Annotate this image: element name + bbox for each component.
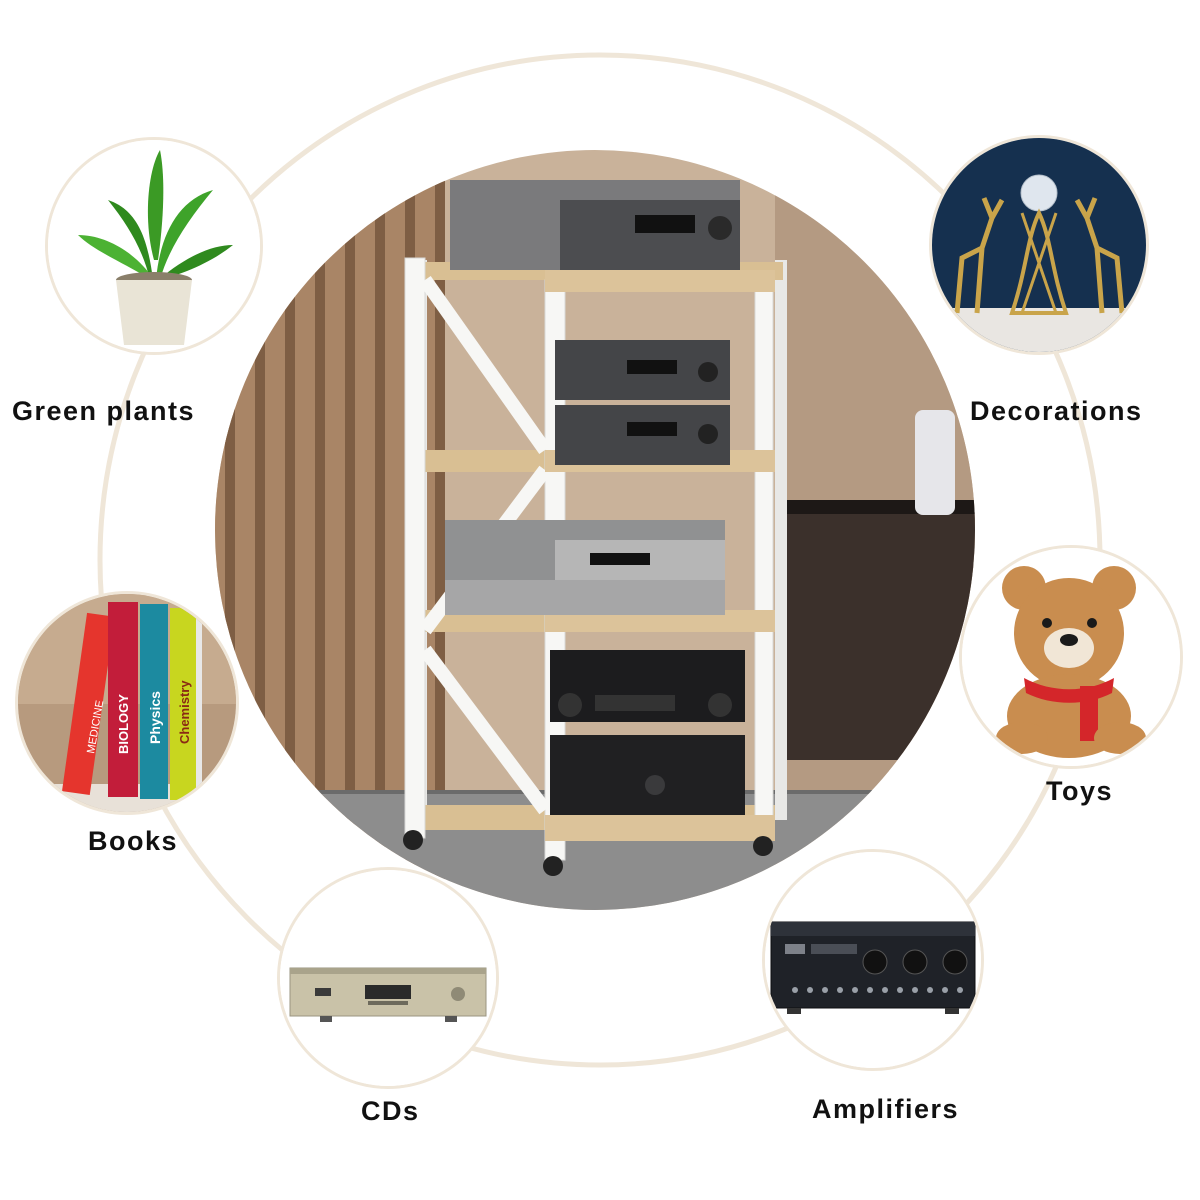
label-toys: Toys [1046, 776, 1114, 806]
amplifiers-circle [765, 852, 981, 1068]
label-amplifiers: Amplifiers [812, 1094, 960, 1124]
decorations-circle [932, 138, 1146, 352]
green-plants-circle [48, 140, 260, 352]
books-icon: MEDICINE BIOLOGY Physics Chemistry [18, 594, 236, 812]
teddy-bear-icon [962, 548, 1180, 766]
spine-physics: Physics [147, 691, 163, 744]
media-shelf-illustration [215, 150, 975, 910]
audio-devices [445, 180, 745, 815]
plant-icon [48, 140, 260, 352]
label-books: Books [88, 826, 179, 856]
spine-chemistry: Chemistry [177, 680, 192, 744]
vase-icon [915, 410, 955, 515]
amplifier-icon [765, 852, 981, 1068]
books-circle: MEDICINE BIOLOGY Physics Chemistry [18, 594, 236, 812]
spine-biology: BIOLOGY [116, 694, 131, 754]
decoration-icon [932, 138, 1146, 352]
label-decorations: Decorations [970, 396, 1143, 426]
toys-circle [962, 548, 1180, 766]
cds-circle [280, 870, 496, 1086]
label-cds: CDs [361, 1096, 420, 1126]
label-green-plants: Green plants [12, 396, 196, 426]
main-product-circle [215, 150, 975, 910]
cd-player-icon [280, 870, 496, 1086]
